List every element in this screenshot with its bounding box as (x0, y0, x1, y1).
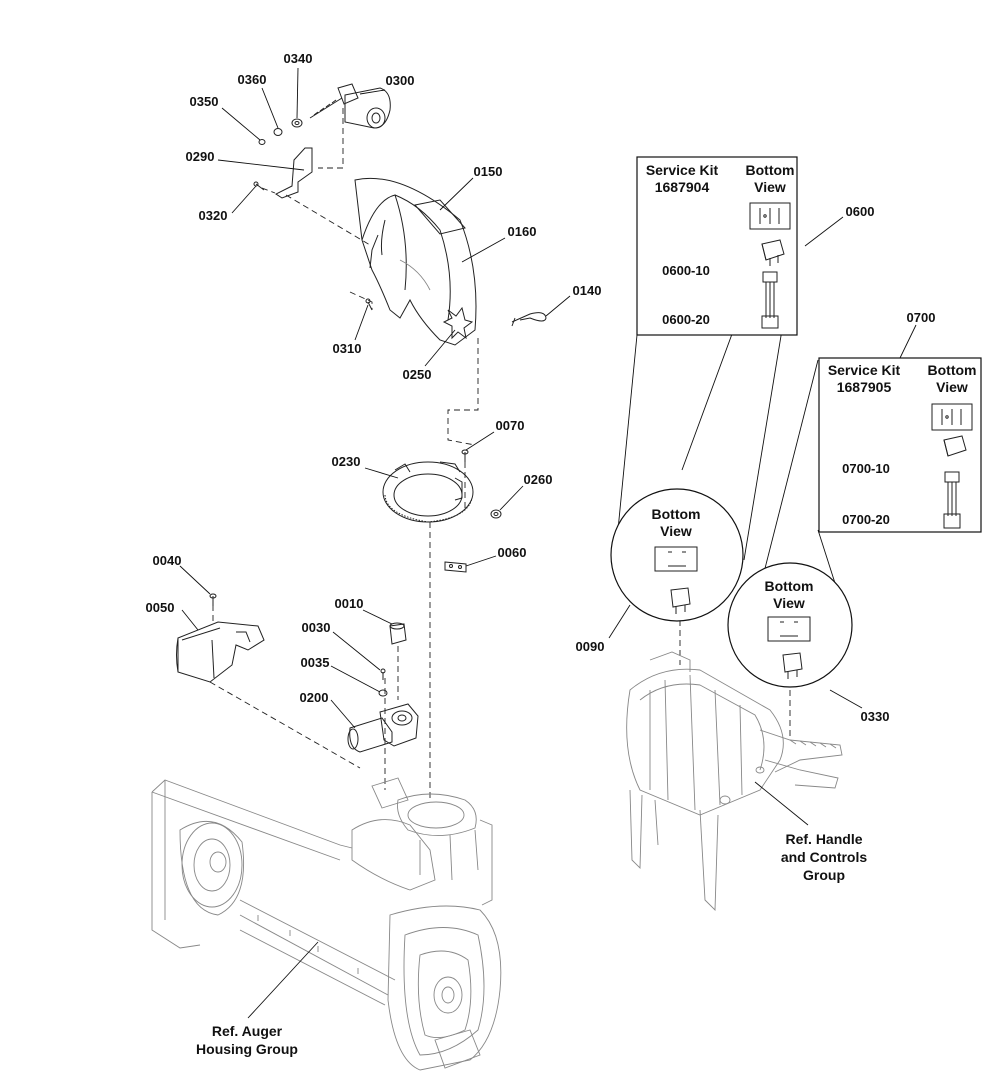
assembly-lines (209, 108, 791, 800)
detail-0090-view-line2: View (660, 523, 692, 539)
nut-0350 (258, 139, 266, 145)
rocker-switch-0090 (670, 587, 691, 614)
ref-auger-housing-label: Ref. Auger Housing Group (196, 1023, 298, 1057)
callout-0310: 0310 (333, 341, 362, 356)
kit-0700-view-line2: View (936, 379, 968, 395)
kit-0700-view-line1: Bottom (928, 362, 977, 378)
callout-0290: 0290 (186, 149, 215, 164)
screw-0030 (380, 668, 386, 680)
callout-0260: 0260 (524, 472, 553, 487)
ref-handle-line1: Ref. Handle (785, 831, 862, 847)
callout-0230: 0230 (332, 454, 361, 469)
ring-gear-0230 (382, 461, 474, 523)
callout-0070: 0070 (496, 418, 525, 433)
plate-0150 (414, 199, 466, 235)
rocker-switch-0600-10 (761, 239, 785, 266)
callout-0060: 0060 (498, 545, 527, 560)
switch-bottom-view-icon (749, 202, 791, 230)
callout-0140: 0140 (573, 283, 602, 298)
callout-0030: 0030 (302, 620, 331, 635)
nut-0260 (490, 509, 502, 519)
clip-0140 (511, 312, 547, 327)
washer-0360 (273, 128, 283, 136)
detail-circle-0090: Bottom View (610, 488, 744, 622)
callout-0600: 0600 (846, 204, 875, 219)
screw-0040 (209, 593, 217, 606)
wire-harness-0700-20 (943, 471, 961, 529)
kit-0600-title-line1: Service Kit (646, 162, 719, 178)
chute-motor-0300 (309, 83, 391, 129)
callout-0600-10: 0600-10 (662, 263, 710, 278)
ref-handle-controls-label: Ref. Handle and Controls Group (781, 831, 868, 883)
callout-0700-10: 0700-10 (842, 461, 890, 476)
callout-0160: 0160 (508, 224, 537, 239)
kit-0600-title-line2: 1687904 (655, 179, 710, 195)
rocker-switch-0330 (782, 652, 803, 679)
kit-0700-title-line2: 1687905 (837, 379, 892, 395)
callout-0360: 0360 (238, 72, 267, 87)
ref-auger-line2: Housing Group (196, 1041, 298, 1057)
ref-handle-line3: Group (803, 867, 845, 883)
rocker-switch-0700-10 (943, 435, 967, 457)
detail-circle-0330: Bottom View (727, 562, 853, 688)
ref-handle-line2: and Controls (781, 849, 868, 865)
detail-0330-view-line2: View (773, 595, 805, 611)
kit-0600-view-line2: View (754, 179, 786, 195)
cover-0050 (176, 621, 265, 683)
callout-0090: 0090 (576, 639, 605, 654)
kit-0600-view-line1: Bottom (746, 162, 795, 178)
callout-0700-20: 0700-20 (842, 512, 890, 527)
wire-harness-0600-20 (761, 271, 779, 329)
chute-0160 (354, 177, 477, 346)
screw-0310 (365, 298, 373, 311)
callout-0340: 0340 (284, 51, 313, 66)
gear-motor-0200 (347, 703, 419, 753)
washer-0035 (378, 689, 388, 697)
callout-0050: 0050 (146, 600, 175, 615)
callout-0700: 0700 (907, 310, 936, 325)
washer-0340 (291, 118, 303, 128)
callout-0010: 0010 (335, 596, 364, 611)
handle-controls (626, 651, 843, 912)
kit-0700-title-line1: Service Kit (828, 362, 901, 378)
service-kit-0600-panel: Service Kit 1687904 Bottom View (636, 156, 798, 336)
callout-0200: 0200 (300, 690, 329, 705)
switch-bottom-view-icon (931, 403, 973, 431)
callout-0040: 0040 (153, 553, 182, 568)
ref-auger-line1: Ref. Auger (212, 1023, 283, 1039)
callout-0350: 0350 (190, 94, 219, 109)
block-0060 (444, 561, 467, 573)
callout-labels: 0340 0360 0300 0350 0290 0320 0150 0160 … (146, 51, 936, 724)
callout-0035: 0035 (301, 655, 330, 670)
callout-0150: 0150 (474, 164, 503, 179)
auger-housing (151, 777, 502, 1071)
callout-0250: 0250 (403, 367, 432, 382)
screw-0070 (461, 449, 469, 462)
callout-0330: 0330 (861, 709, 890, 724)
callout-0600-20: 0600-20 (662, 312, 710, 327)
service-kit-0700-panel: Service Kit 1687905 Bottom View (818, 357, 982, 533)
callout-0300: 0300 (386, 73, 415, 88)
detail-0090-view-line1: Bottom (652, 506, 701, 522)
bracket-0290 (275, 147, 313, 199)
detail-0330-view-line1: Bottom (765, 578, 814, 594)
callout-0320: 0320 (199, 208, 228, 223)
knob-0010 (389, 622, 407, 645)
